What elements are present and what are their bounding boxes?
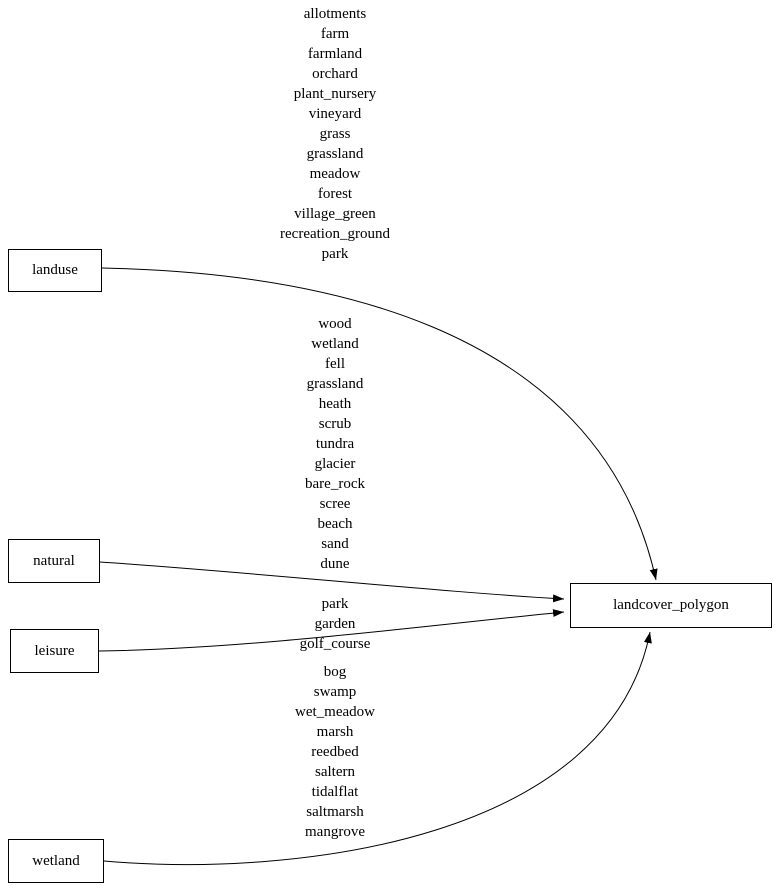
node-landcover-polygon-label: landcover_polygon [613,597,729,613]
edge-landuse-to-landcover [101,267,658,581]
edge-label-wetland-values: bog swamp wet_meadow marsh reedbed salte… [295,664,375,840]
edge-leisure-to-landcover [98,609,565,652]
edge-label-leisure-values: park garden golf_course [299,596,371,652]
node-leisure-label: leisure [34,642,75,659]
node-natural-label: natural [33,552,75,569]
edge-label-natural-values: wood wetland fell grassland heath scrub … [305,316,365,572]
node-wetland: wetland [8,839,104,883]
edge-natural-to-landcover [99,561,565,603]
edge-wetland-to-landcover [103,631,652,865]
node-natural: natural [8,539,100,583]
node-wetland-label: wetland [32,852,80,869]
node-landuse-label: landuse [32,262,78,278]
node-leisure: leisure [10,629,99,673]
edge-label-landuse-values: allotments farm farmland orchard plant_n… [280,6,390,262]
node-landcover-polygon: landcover_polygon [570,583,772,628]
node-landuse: landuse [8,249,102,292]
